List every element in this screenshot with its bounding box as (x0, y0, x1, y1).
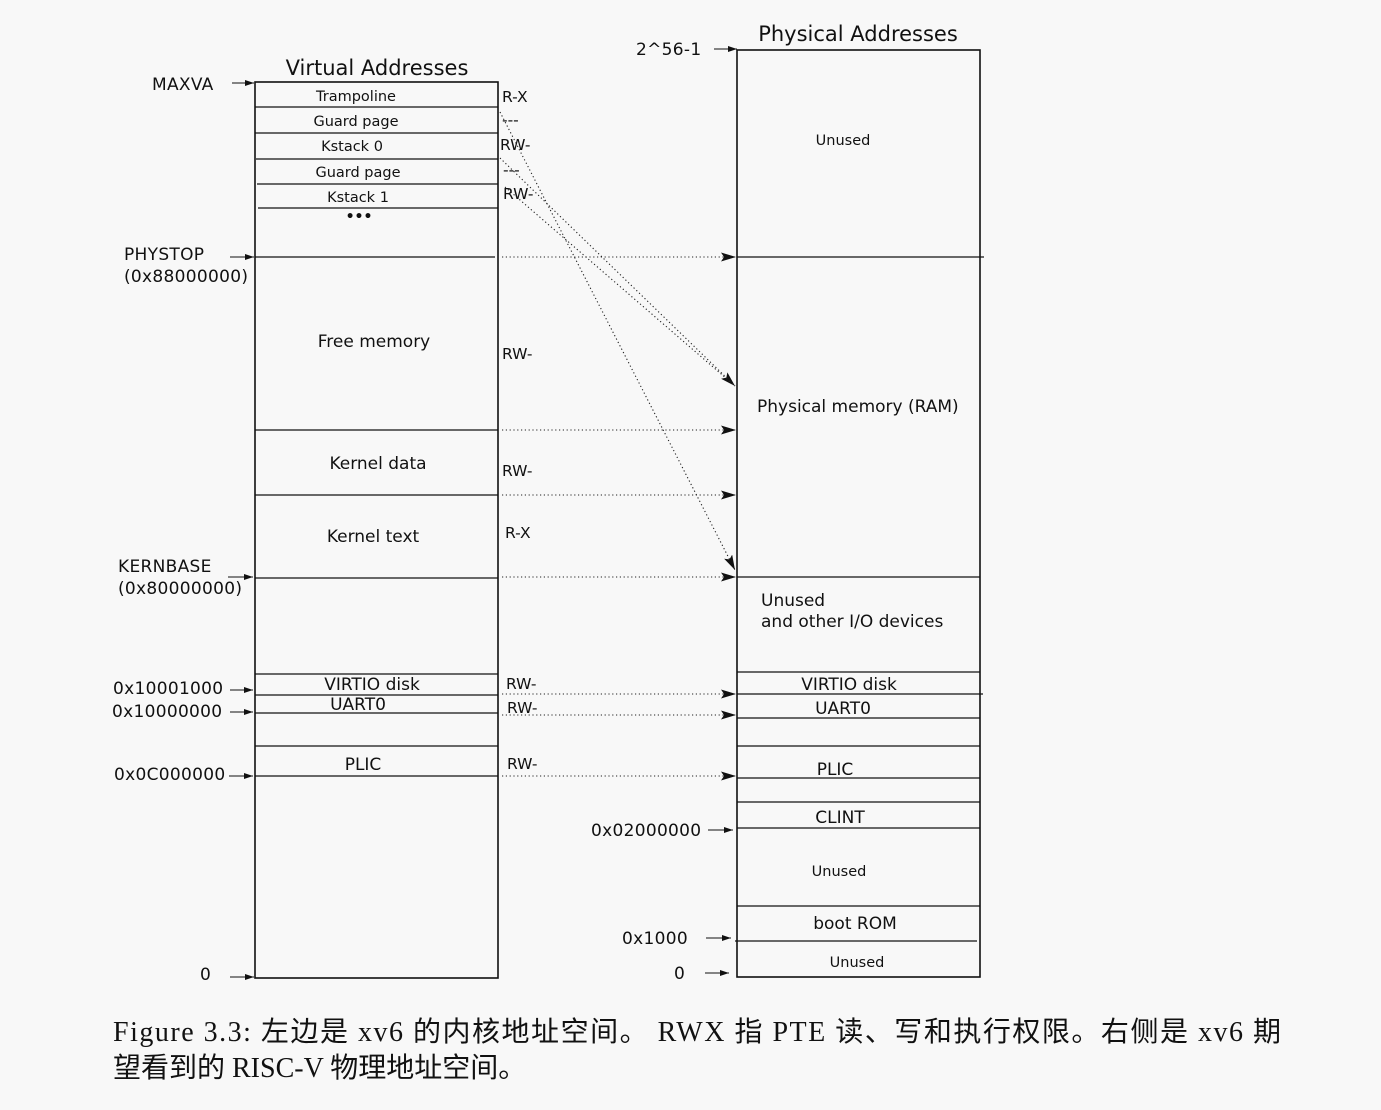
perm-guard-page: --- (502, 111, 519, 129)
physical-title: Physical Addresses (758, 22, 958, 46)
figure-caption-line-1: Figure 3.3: 左边是 xv6 的内核地址空间。 RWX 指 PTE 读… (113, 1016, 1281, 1048)
addr-zero: 0 (200, 965, 211, 985)
phys-region-unused-io: and other I/O devices (761, 612, 943, 632)
phys-region-virtio-disk: VIRTIO disk (801, 675, 897, 695)
region-free-memory: Free memory (318, 332, 431, 352)
region-plic: PLIC (345, 755, 382, 775)
addr-kernbase: KERNBASE (118, 557, 212, 577)
region-guard-page: Guard page (313, 114, 398, 130)
phys-region-uart0: UART0 (815, 699, 871, 719)
phys-region-plic: PLIC (817, 760, 854, 780)
perm-kstack-0: RW- (500, 136, 530, 154)
perm-kstack-1: RW- (503, 185, 533, 203)
physical-address-box (736, 49, 981, 978)
region-kstack-0: Kstack 0 (321, 139, 383, 155)
phys-region-unused: Unused (812, 864, 867, 880)
figure-caption-line-2: 望看到的 RISC-V 物理地址空间。 (113, 1052, 526, 1084)
phys-region-unused-io: Unused (761, 591, 825, 611)
region-uart0: UART0 (330, 695, 386, 715)
region-kernel-text: Kernel text (327, 527, 420, 547)
addr-maxva: MAXVA (152, 75, 214, 95)
virtual-title: Virtual Addresses (286, 56, 469, 80)
addr-uart: 0x10000000 (112, 702, 222, 722)
region-guard-page: Guard page (315, 165, 400, 181)
perm-guard-page: --- (503, 161, 520, 179)
perm-uart0: RW- (507, 699, 537, 717)
perm-kernel-data: RW- (502, 462, 532, 480)
region-kernel-data: Kernel data (329, 454, 426, 474)
region-kstack-1: Kstack 1 (327, 190, 389, 206)
perm-plic: RW- (507, 755, 537, 773)
phys-addr-top: 2^56-1 (636, 40, 701, 60)
phys-addr-boot-rom: 0x1000 (622, 929, 688, 949)
addr-plic: 0x0C000000 (114, 765, 225, 785)
addr-phystop-value: (0x88000000) (124, 267, 248, 287)
region-trampoline: Trampoline (315, 89, 396, 105)
phys-region-boot-rom: boot ROM (813, 914, 897, 934)
phys-addr-clint: 0x02000000 (591, 821, 701, 841)
perm-trampoline: R-X (502, 88, 528, 106)
virtual-address-box (254, 81, 499, 979)
perm-free-memory: RW- (502, 345, 532, 363)
phys-addr-zero: 0 (674, 964, 685, 984)
perm-kernel-text: R-X (505, 524, 531, 542)
mapping-arrow-kstack-1 (504, 186, 736, 387)
phys-region-ram: Physical memory (RAM) (757, 397, 959, 417)
perm-virtio-disk: RW- (506, 675, 536, 693)
phys-region-unused: Unused (830, 955, 885, 971)
phys-region-unused: Unused (816, 133, 871, 149)
phys-region-clint: CLINT (815, 808, 865, 828)
addr-kernbase-value: (0x80000000) (118, 579, 242, 599)
ellipsis: ••• (346, 209, 373, 225)
addr-virtio: 0x10001000 (113, 679, 223, 699)
addr-phystop: PHYSTOP (124, 245, 204, 265)
mapping-arrow-kstack-0 (499, 157, 736, 387)
region-virtio-disk: VIRTIO disk (324, 675, 420, 695)
